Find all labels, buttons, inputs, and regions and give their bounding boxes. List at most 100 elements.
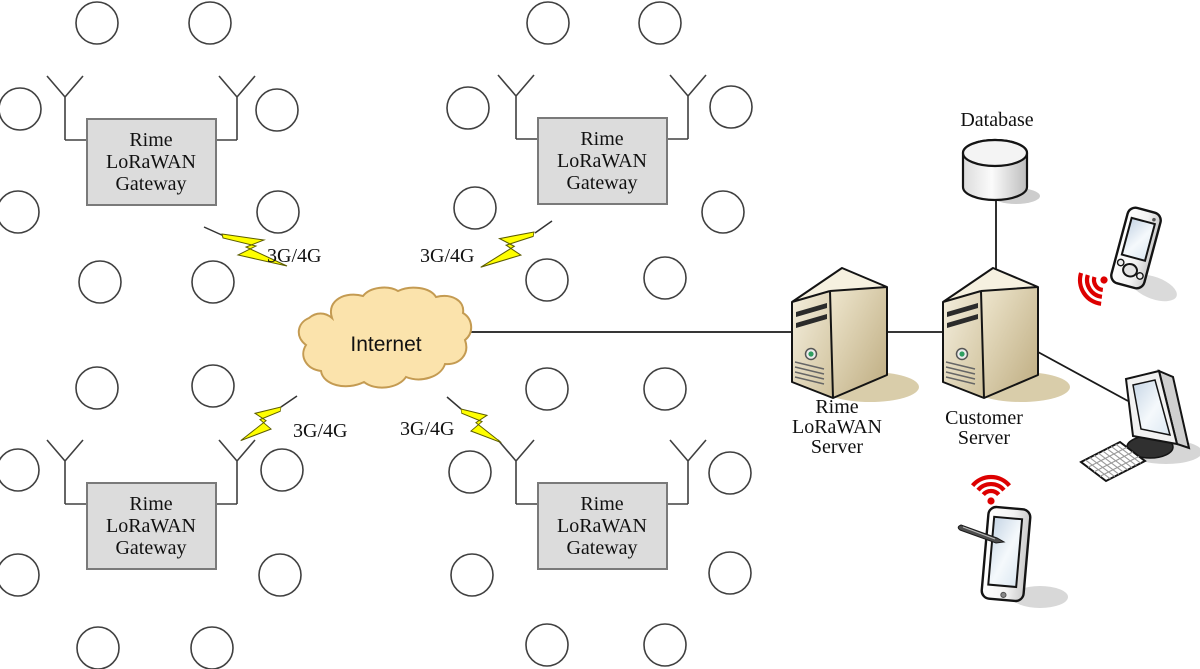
keyboard-keys [1084,443,1142,480]
sensor-node [75,366,119,410]
link-labels: 3G/4G 3G/4G 3G/4G 3G/4G [267,245,474,442]
connection-lines [457,201,1129,402]
tablet-icon [980,505,1032,603]
antenna-icon [214,439,256,505]
pda-group [1074,206,1177,309]
gateway-boxes [86,117,668,570]
rime-server-label-line: LoRaWAN [792,416,882,438]
gateway-box [537,117,668,205]
antenna-icon [497,74,539,140]
antenna-icon [46,75,88,141]
gateway-label-line: Gateway [566,537,637,559]
gateway-label-line: Rime [580,128,623,150]
sensor-node [453,186,497,230]
rime-server-label-line: Server [811,436,864,458]
sensor-node [191,260,235,304]
sensor-node [708,551,752,595]
link-3g4g-label: 3G/4G [293,420,347,442]
sensor-node [0,553,40,597]
rime-lorawan-server-icon [791,267,920,403]
internet-cloud [297,286,473,389]
sensor-node [75,1,119,45]
desktop-computer-group [1079,369,1200,483]
lightning-bolt-icon [460,408,502,444]
gateway-label-line: LoRaWAN [557,150,647,172]
sensor-node [76,626,120,669]
sensor-node [708,451,752,495]
gateway-label-line: LoRaWAN [106,151,196,173]
antenna-icon [665,439,707,505]
sensor-node [0,87,42,131]
gateway-label-line: Gateway [566,172,637,194]
sensor-node [701,190,745,234]
antenna-icon [46,439,88,505]
sensor-node [78,260,122,304]
database-cylinder-top [961,138,1029,168]
keyboard-icon [1079,440,1147,483]
antenna-icon [214,75,256,141]
sensor-node [260,448,304,492]
pda-screen [1120,216,1157,262]
pda-side-button [1116,258,1125,267]
sensor-node [638,1,682,45]
gateway-box [86,118,217,206]
gateway-label-line: LoRaWAN [557,515,647,537]
gateway-box [537,482,668,570]
lightning-bolt-icon [480,231,535,268]
sensor-node [188,1,232,45]
sensor-node [643,256,687,300]
sensor-node [258,553,302,597]
customer-server-label-line: Server [958,427,1011,449]
sensor-node [525,367,569,411]
bolt-tails [203,220,553,410]
internet-label: Internet [350,333,421,356]
sensor-node [643,623,687,667]
sensor-node [190,626,234,669]
gateway-labels: Rime LoRaWAN Gateway Rime LoRaWAN Gatewa… [106,128,647,559]
sensor-node [448,450,492,494]
tablet-group [957,477,1068,608]
sensor-node [450,553,494,597]
sensor-node [256,190,300,234]
sensor-node [0,448,40,492]
sensor-node [525,623,569,667]
sensor-node [255,88,299,132]
database-label: Database [960,109,1033,131]
tablet-button [1000,591,1007,599]
pda-camera-dot [1152,217,1156,222]
bolt-tail-line [280,395,298,408]
gateway-label-line: Rime [129,493,172,515]
pda-button [1122,262,1138,278]
pda-icon [1110,206,1162,290]
sensor-node [643,367,687,411]
pda-side-button [1135,272,1144,280]
customer-server-label-line: Customer [945,407,1023,429]
database-group: Database [960,109,1040,204]
antenna-icon [497,439,539,505]
wifi-signal-icon [1074,263,1117,309]
bolt-tail-line [203,226,225,237]
monitor-screen [1132,379,1172,436]
lightning-bolt-icon [240,406,282,442]
sensor-node [525,258,569,302]
sensor-node [446,86,490,130]
link-3g4g-label: 3G/4G [420,245,474,267]
gateway-label-line: Rime [129,129,172,151]
sensor-node [0,190,40,234]
antenna-icon [665,74,707,140]
customer-server-icon [942,267,1071,403]
wifi-signal-icon [973,477,1010,505]
bolt-tail-line [534,220,553,234]
sensor-node-field [0,1,753,669]
gateway-label-line: LoRaWAN [106,515,196,537]
gateway-label-line: Gateway [115,173,186,195]
link-3g4g-label: 3G/4G [400,418,454,440]
link-customer-server-to-desktop [1037,351,1129,402]
gateway-label-line: Gateway [115,537,186,559]
tablet-screen [987,515,1024,589]
sensor-node [526,1,570,45]
link-3g4g-label: 3G/4G [267,245,321,267]
rime-server-label-line: Rime [815,396,858,418]
